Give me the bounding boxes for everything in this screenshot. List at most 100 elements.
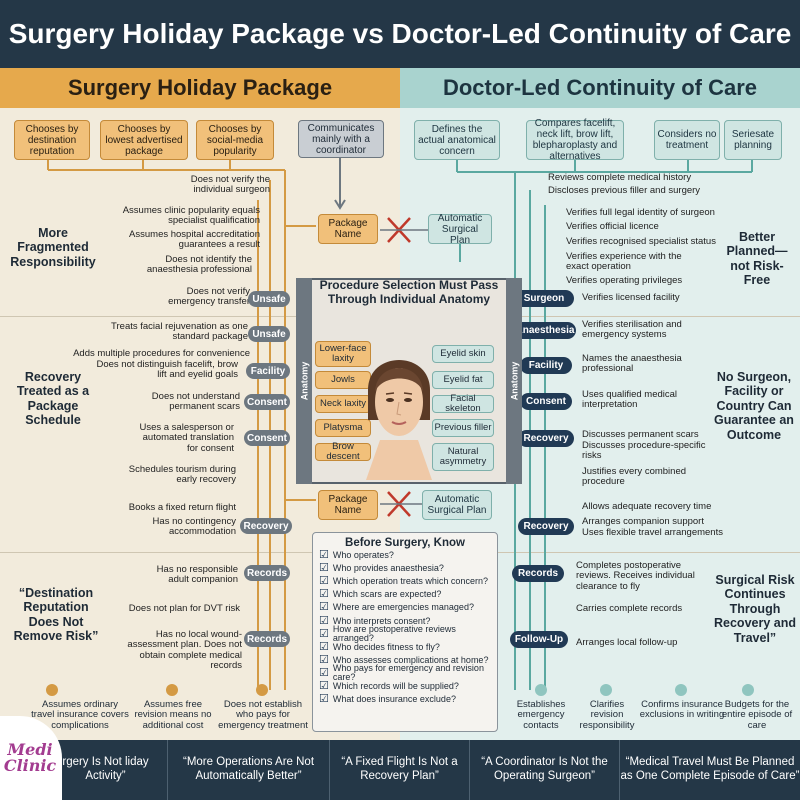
tag-records: Records [512, 565, 564, 582]
left-side-label: Recovery Treated as a Package Schedule [16, 370, 90, 428]
left-text: Adds multiple procedures for convenience [73, 348, 250, 359]
page-title: Surgery Holiday Package vs Doctor-Led Co… [0, 0, 800, 68]
anatomy-column-left: Anatomy [296, 278, 312, 484]
checklist-item: Who pays for emergency and revision care… [319, 664, 497, 682]
before-surgery-checklist: Before Surgery, Know Who operates? Who p… [312, 532, 498, 732]
left-text: Books a fixed return flight [128, 502, 236, 513]
left-text: Does not verify the individual surgeon [190, 174, 270, 196]
right-text: Discusses procedure-specific risks [582, 440, 706, 462]
tag-unsafe: Unsafe [248, 291, 290, 307]
anatomy-column-right: Anatomy [506, 278, 522, 484]
left-text: Has no contingency accommodation [152, 516, 236, 538]
automatic-plan-box: Automatic Surgical Plan [422, 490, 492, 520]
automatic-plan-box: Automatic Surgical Plan [428, 213, 492, 246]
tag-unsafe: Unsafe [248, 326, 290, 342]
right-top-box: Seriesate planning [724, 120, 782, 160]
right-text: Carries complete records [576, 603, 683, 614]
checklist-item: What does insurance exclude? [319, 693, 497, 706]
left-bottom-text: Assumes ordinary travel insurance covers… [31, 699, 129, 731]
tag-recovery: Recovery [518, 430, 574, 447]
logo-text: Medi Clinic [3, 740, 57, 775]
right-text: Justifies every combined procedure [582, 466, 687, 488]
anatomy-pill: Eyelid fat [432, 371, 494, 389]
left-bottom-text: Assumes free revision means no additiona… [134, 699, 212, 731]
anatomy-pill: Eyelid skin [432, 345, 494, 363]
anatomy-pill: Previous filler [432, 419, 494, 437]
footer-quote: “More Operations Are Not Automatically B… [168, 740, 330, 800]
checklist-items: Who operates? Who provides anaesthesia? … [319, 549, 497, 706]
tag-recovery: Recovery [518, 518, 574, 535]
anatomy-pill: Brow descent [315, 441, 371, 462]
checklist-item: Which records will be supplied? [319, 680, 497, 693]
tag-facility: Facility [520, 357, 572, 374]
footer-quote: “A Coordinator Is Not the Operating Surg… [470, 740, 620, 800]
footer-quote: “A Fixed Flight Is Not a Recovery Plan” [330, 740, 470, 800]
right-text: Verifies full legal identity of surgeon [566, 207, 715, 218]
left-text: Assumes hospital accreditation guarantee… [129, 229, 260, 251]
right-top-box: Defines the actual anatomical concern [414, 120, 500, 160]
right-text: Reviews complete medical history [548, 172, 692, 183]
right-text: Discloses previous filler and surgery [548, 185, 701, 196]
left-text: Uses a salesperson or automated translat… [139, 422, 234, 454]
tag-records: Records [244, 631, 290, 647]
anatomy-pill: Platysma [315, 419, 371, 437]
checklist-item: How are postoperative reviews arranged? [319, 625, 497, 643]
right-text: Uses flexible travel arrangements [582, 527, 723, 538]
right-text: Verifies official licence [566, 221, 659, 232]
anatomy-pill: Lower-face laxity [315, 341, 371, 367]
left-top-box: Chooses by destination reputation [14, 120, 90, 160]
right-bottom-text: Confirms insurance exclusions in writing [639, 699, 725, 721]
tag-consent: Consent [244, 394, 290, 410]
checklist-item: Who operates? [319, 549, 497, 562]
right-text: Verifies recognised specialist status [566, 236, 716, 247]
tag-records: Records [244, 565, 290, 581]
package-name-box: Package Name [318, 214, 378, 244]
right-side-label: Better Planned—not Risk-Free [726, 230, 788, 288]
checklist-item: Who provides anaesthesia? [319, 562, 497, 575]
checklist-item: Who interprets consent? [319, 614, 497, 627]
gateway-title: Procedure Selection Must Pass Through In… [319, 278, 499, 306]
right-text: Verifies experience with the exact opera… [566, 251, 682, 273]
tag-follow-up: Follow-Up [510, 631, 568, 648]
left-text: Has no responsible adult companion [156, 564, 238, 586]
checklist-item: Where are emergencies managed? [319, 601, 497, 614]
face-illustration [366, 360, 432, 480]
right-text: Uses qualified medical interpretation [582, 389, 678, 411]
right-top-box: Considers no treatment [654, 120, 720, 160]
left-text: Does not identify the anaesthesia profes… [146, 254, 252, 276]
tag-recovery: Recovery [240, 518, 292, 534]
left-text: Schedules tourism during early recovery [128, 464, 236, 486]
right-text: Completes postoperative reviews. Receive… [576, 560, 695, 592]
right-side-label: Surgical Risk Continues Through Recovery… [714, 573, 796, 645]
right-text: Verifies licensed facility [582, 292, 680, 303]
right-bottom-text: Budgets for the entire episode of care [721, 699, 793, 731]
right-text: Names the anaesthesia professional [582, 353, 682, 375]
left-text: Does not understand permanent scars [151, 391, 240, 413]
footer-quote: “Medical Travel Must Be Planned as One C… [620, 740, 800, 800]
right-top-box: Compares facelift, neck lift, brow lift,… [526, 118, 624, 162]
left-top-box: Chooses by social-media popularity [196, 120, 274, 160]
right-heading: Doctor-Led Continuity of Care [400, 68, 800, 108]
checklist-item: Who assesses complications at home? [319, 654, 497, 667]
right-bottom-text: Establishes emergency contacts [516, 699, 566, 731]
right-text: Verifies sterilisation and emergency sys… [582, 319, 682, 341]
tag-facility: Facility [246, 363, 290, 379]
left-side-label: More Fragmented Responsibility [10, 226, 96, 269]
left-top-box: Chooses by lowest advertised package [100, 120, 188, 160]
right-text: Arranges local follow-up [576, 637, 678, 648]
package-name-box: Package Name [318, 490, 378, 520]
left-text: Assumes clinic popularity equals special… [122, 205, 260, 227]
left-text: Does not plan for DVT risk [128, 603, 240, 614]
checklist-title: Before Surgery, Know [345, 537, 465, 549]
left-text: Treats facial rejuvenation as one standa… [111, 321, 248, 343]
tag-anaesthesia: Anaesthesia [514, 322, 576, 339]
coordinator-box: Communicates mainly with a coordinator [298, 120, 384, 158]
checklist-item: Which operation treats which concern? [319, 575, 497, 588]
left-heading: Surgery Holiday Package [0, 68, 400, 108]
anatomy-pill: Natural asymmetry [432, 443, 494, 471]
tag-consent: Consent [520, 393, 572, 410]
right-bottom-text: Clarifies revision responsibility [579, 699, 635, 731]
right-text: Allows adequate recovery time [582, 501, 712, 512]
left-text: Has no local wound-assessment plan. Does… [127, 629, 242, 672]
